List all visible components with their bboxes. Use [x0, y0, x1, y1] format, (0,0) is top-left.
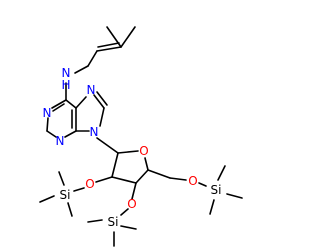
atom-o3: O	[127, 197, 136, 211]
bond-c5p-o5	[169, 177, 187, 181]
bond-si5-me-up	[217, 165, 226, 181]
bond-me2-c3	[120, 26, 136, 48]
atom-si5: Si	[211, 183, 222, 197]
bond-c4p-c3p	[135, 169, 149, 184]
bond-c2p-o2	[95, 176, 113, 183]
bond-c3p-o3	[131, 182, 137, 200]
bond-c2p-c1p	[111, 152, 119, 178]
bond-c1p-ring-o	[117, 150, 139, 154]
atom-amine-h: H	[61, 78, 70, 92]
bond-ring-o-c4p	[144, 157, 149, 171]
bond-n9-c1p	[96, 137, 119, 154]
atom-n3: N	[56, 134, 65, 148]
bond-n1-c2	[46, 117, 49, 132]
bond-c6-n1-double	[52, 103, 65, 112]
bonds	[39, 26, 243, 247]
bond-si3-me-right	[120, 225, 137, 230]
bond-si2-me-up	[58, 171, 65, 186]
atom-o5: O	[188, 174, 197, 188]
bond-si3-me-left	[87, 219, 103, 223]
bond-c5-n7	[75, 96, 87, 109]
bond-c8-n9	[99, 107, 105, 127]
bond-c2-c1	[87, 50, 98, 67]
bond-si5-me-down	[209, 199, 215, 215]
molecule-structure: N H N N N N O O O O Si Si Si	[39, 26, 243, 247]
bond-si2-me-down	[67, 202, 73, 217]
bond-c6-n1	[51, 99, 67, 109]
bond-c1-nh	[74, 65, 89, 74]
bond-n7-c8-double	[96, 91, 108, 106]
atom-labels: N H N N N N O O O O Si Si Si	[43, 66, 222, 229]
bond-o3-si3	[120, 208, 129, 216]
bond-c3p-c2p	[111, 176, 137, 184]
bond-o2-si2	[73, 187, 85, 192]
bond-c3-c2-double	[97, 42, 120, 48]
bond-n7-c8	[93, 94, 105, 109]
atom-n9: N	[90, 125, 99, 139]
atom-si2: Si	[60, 188, 71, 202]
bond-c2-n3	[46, 130, 57, 138]
bond-c4p-c5p	[147, 169, 171, 179]
atom-si3: Si	[108, 215, 119, 229]
atom-n7: N	[87, 83, 96, 97]
bond-n3-c4	[64, 130, 77, 138]
atom-amine-n: N	[62, 66, 71, 80]
bond-c5-c6	[65, 99, 77, 109]
bond-o5-si5	[198, 182, 207, 187]
atom-n1: N	[43, 106, 52, 120]
bond-si2-me-left	[39, 195, 55, 203]
atom-o2: O	[85, 177, 94, 191]
bond-si5-me-right	[226, 193, 243, 199]
bond-c3-c2	[96, 46, 122, 52]
atom-ring-o: O	[139, 144, 148, 158]
